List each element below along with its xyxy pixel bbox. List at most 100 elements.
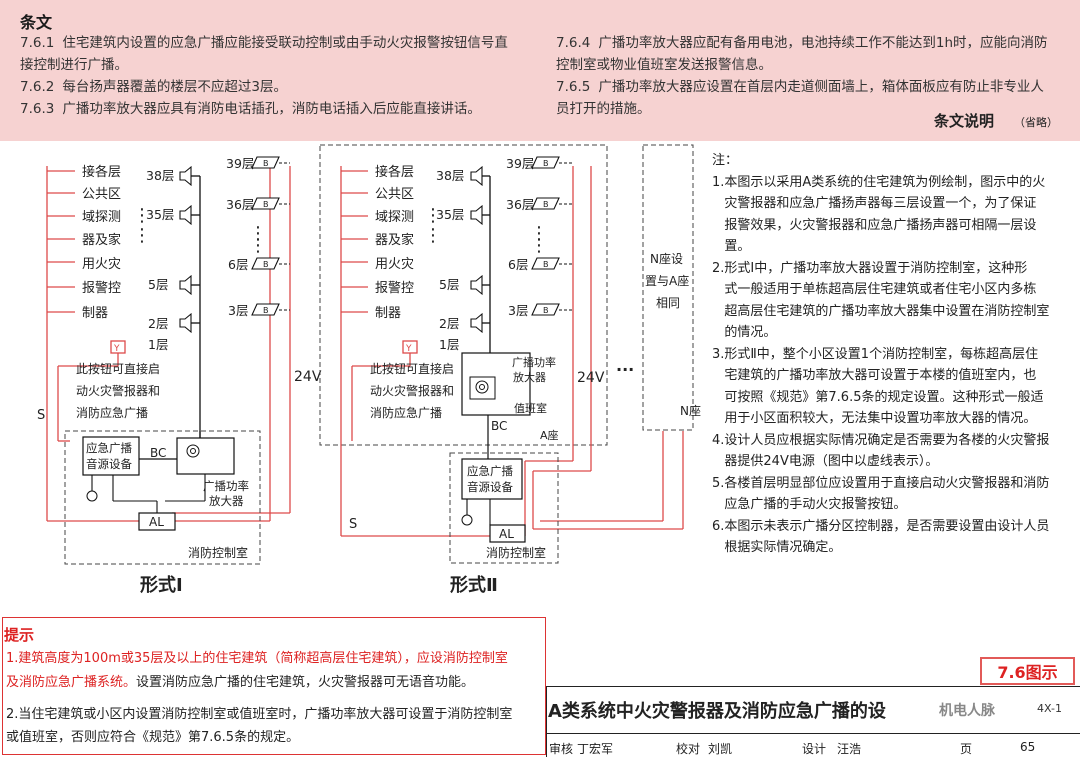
alarm-bell-icon bbox=[531, 156, 560, 169]
note-line: 2.形式Ⅰ中，广播功率放大器设置于消防控制室，这种形 bbox=[712, 260, 1028, 276]
form1-detector-wiring bbox=[46, 166, 291, 522]
form1-floor-1: 1层 bbox=[148, 337, 168, 352]
clause-text: 员打开的措施。 bbox=[556, 101, 651, 117]
clause-text: 控制室或物业值班室发送报警信息。 bbox=[556, 57, 772, 73]
note-line: 4.设计人员应根据实际情况确定是否需要为各楼的火灾警报 bbox=[712, 432, 1050, 448]
form1-caption: 形式Ⅰ bbox=[140, 574, 183, 596]
clause-title: 条文 bbox=[20, 13, 53, 32]
manual-alarm-button-icon bbox=[402, 340, 418, 354]
form1-label-1: 公共区 bbox=[82, 187, 121, 202]
drawing-title: A类系统中火灾警报器及消防应急广播的设 bbox=[548, 701, 886, 722]
form1-label-6: 制器 bbox=[82, 306, 108, 321]
notes-panel: 注： 1.本图示以采用A类系统的住宅建筑为例绘制，图示中的火 灾警报器和应急广播… bbox=[712, 150, 1074, 559]
svg-text:⋮: ⋮ bbox=[530, 223, 548, 244]
clause-number: 7.6.5 bbox=[556, 79, 591, 95]
wiring-diagram: 接各层 公共区 域探测 器及家 用火灾 报警控 制器 ⋮⋮ 38层 35层 5层… bbox=[37, 144, 701, 596]
phone-icon bbox=[461, 514, 473, 526]
clause-text: 广播功率放大器应配有备用电池，电池持续工作不能达到1h时，应能向消防 bbox=[598, 35, 1048, 51]
form2-button-text-1: 动火灾警报器和 bbox=[370, 383, 454, 398]
form2-alarm-dots: ⋮⋮ bbox=[530, 223, 548, 256]
form1-bc-label: BC bbox=[150, 446, 166, 460]
svg-text:⋮: ⋮ bbox=[249, 235, 267, 256]
form2-room-label: 消防控制室 bbox=[486, 545, 546, 560]
speaker-icon bbox=[470, 204, 483, 226]
speaker-icon bbox=[470, 274, 483, 296]
form1-floor-38: 38层 bbox=[146, 168, 174, 183]
page-label: 页 bbox=[960, 742, 973, 756]
note-line: 报警效果，火灾警报器和应急广播扬声器可相隔一层设 bbox=[712, 217, 1037, 233]
bell-label: B bbox=[263, 260, 269, 269]
form1-amplifier bbox=[176, 437, 235, 475]
clause-text: 每台扬声器覆盖的楼层不应超过3层。 bbox=[62, 79, 287, 95]
clause-text: 接控制进行广播。 bbox=[20, 57, 128, 73]
note-line: 用于小区面积较大，无法集中设置功率放大器的情况。 bbox=[712, 411, 1037, 426]
form1-button-text-0: 此按钮可直接启 bbox=[76, 361, 160, 376]
speaker-icon bbox=[179, 165, 192, 187]
clause-number: 7.6.3 bbox=[20, 101, 55, 117]
note-line: 根据实际情况确定。 bbox=[712, 540, 842, 555]
form2-detector-wiring bbox=[340, 166, 684, 537]
form2-floor-2: 2层 bbox=[439, 316, 459, 331]
tip-line-3: 2.当住宅建筑或小区内设置消防控制室或值班室时，广播功率放大器可设置于消防控制室 bbox=[6, 707, 513, 722]
speaker-icon bbox=[470, 312, 483, 334]
form2-amp-0: 广播功率 bbox=[512, 355, 556, 369]
form1-amp-0: 广播功率 bbox=[203, 479, 249, 493]
review-label: 审核 bbox=[549, 742, 574, 756]
clause-number: 7.6.4 bbox=[556, 35, 591, 51]
form2-source-1: 音源设备 bbox=[467, 480, 513, 494]
left-line: 7.6.2 每台扬声器覆盖的楼层不应超过3层。 bbox=[20, 76, 540, 98]
explanation-omitted: （省略） bbox=[1014, 116, 1058, 129]
left-line: 接控制进行广播。 bbox=[20, 54, 540, 76]
note-line: 式一般适用于单栋超高层住宅建筑或者住宅小区内多栋 bbox=[712, 282, 1037, 297]
form2-floor-35: 35层 bbox=[436, 207, 464, 222]
form1-floor-35: 35层 bbox=[146, 207, 174, 222]
speaker-icon bbox=[470, 165, 483, 187]
svg-text:⋮: ⋮ bbox=[530, 235, 548, 256]
form2-24v-dashed bbox=[559, 162, 573, 311]
form1-source-0: 应急广播 bbox=[86, 441, 132, 455]
form1-source-1: 音源设备 bbox=[86, 457, 132, 471]
right-line: 员打开的措施。 bbox=[556, 98, 1071, 120]
note-line: 器提供24V电源（图中以虚线表示）。 bbox=[712, 454, 939, 469]
form2-label-3: 器及家 bbox=[375, 232, 414, 248]
phone-icon bbox=[86, 490, 98, 502]
clause-number: 7.6.2 bbox=[20, 79, 55, 95]
clause-text: 广播功率放大器应设置在首层内走道侧面墙上，箱体面板应有防止非专业人 bbox=[598, 79, 1044, 95]
block-n-text-2: 相同 bbox=[656, 296, 680, 310]
tip-line-2-red: 及消防应急广播系统。 bbox=[6, 675, 137, 690]
form2-duty-room: 值班室 bbox=[514, 401, 547, 415]
notes-title: 注： bbox=[712, 153, 739, 168]
form2-al-label: AL bbox=[499, 527, 514, 541]
form2-24v-label: 24V bbox=[577, 370, 605, 386]
speaker-icon bbox=[179, 204, 192, 226]
block-a-box bbox=[319, 144, 608, 446]
form2-al-box bbox=[489, 524, 526, 543]
alarm-bell-icon bbox=[251, 197, 280, 210]
form1-speakers bbox=[179, 165, 192, 334]
form2-alarm-floor-39: 39层 bbox=[506, 156, 534, 171]
form2-alarm-floor-6: 6层 bbox=[508, 257, 528, 272]
form1-alarm-floor-3: 3层 bbox=[228, 303, 248, 318]
form2-bc-label: BC bbox=[491, 419, 507, 433]
alarm-bell-icon bbox=[251, 257, 280, 270]
speaker-icon bbox=[179, 312, 192, 334]
clause-right-column: 7.6.4 广播功率放大器应配有备用电池，电池持续工作不能达到1h时，应能向消防控… bbox=[556, 32, 1071, 120]
svg-text:⋮: ⋮ bbox=[424, 225, 442, 246]
tip-title: 提示 bbox=[4, 626, 35, 644]
form1-label-0: 接各层 bbox=[82, 164, 121, 180]
tip-line-2-black: 设置消防应急广播的住宅建筑，火灾警报器可无语音功能。 bbox=[136, 675, 475, 690]
button-glyph: Y bbox=[405, 344, 412, 354]
title-block-divider bbox=[546, 733, 1080, 734]
form2-alarm-devices bbox=[531, 156, 560, 316]
note-line: 的情况。 bbox=[712, 325, 777, 340]
note-line: 应急广播的手动火灾报警按钮。 bbox=[712, 497, 907, 512]
speaker-icon bbox=[179, 274, 192, 296]
manual-alarm-button-icon bbox=[110, 340, 126, 354]
checker-name: 刘凯 bbox=[708, 742, 733, 756]
form2-control-room-box bbox=[449, 452, 559, 564]
block-n-box bbox=[642, 144, 694, 431]
form1-label-2: 域探测 bbox=[82, 210, 121, 225]
form1-button-text-1: 动火灾警报器和 bbox=[76, 383, 160, 398]
